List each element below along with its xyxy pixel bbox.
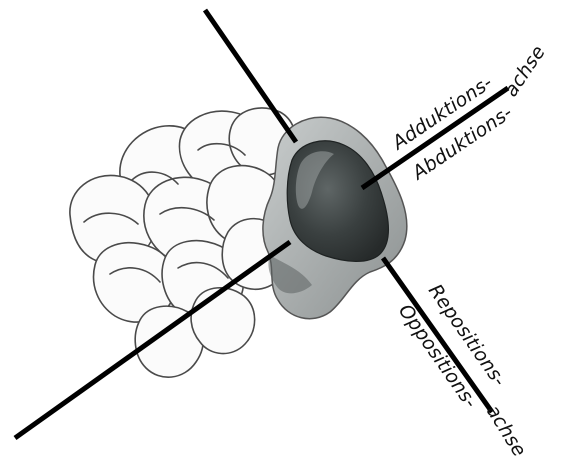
label-achse-top: achse bbox=[500, 41, 550, 100]
trapezium-bone bbox=[263, 117, 407, 318]
carpal-bone-11 bbox=[191, 288, 255, 354]
carpal-bones-outline bbox=[70, 108, 296, 377]
axis-labels: Adduktions- Abduktions- achse Reposition… bbox=[387, 41, 550, 460]
label-achse-bottom: achse bbox=[482, 401, 531, 461]
